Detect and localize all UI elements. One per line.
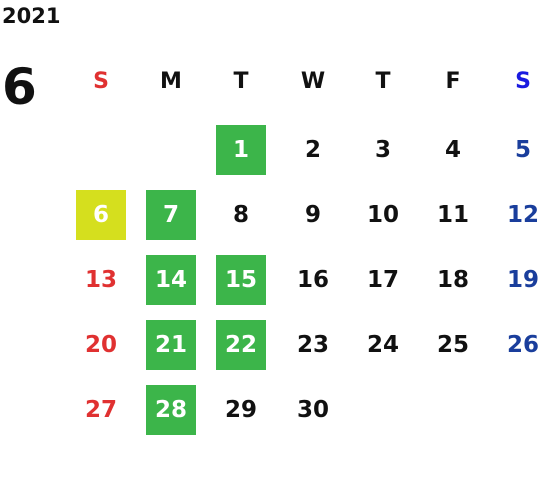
calendar-month: 6 [2,58,37,116]
calendar-year: 2021 [2,4,61,28]
day-cell: 22 [216,320,266,370]
day-cell: 28 [146,385,196,435]
day-cell [146,125,196,175]
day-cell: 25 [436,332,469,358]
day-cell: 20 [84,332,117,358]
day-cell [76,125,126,175]
day-cell [428,385,478,435]
weekday-sunday: S [93,68,109,94]
day-cell: 30 [296,397,329,423]
day-cell: 4 [444,137,461,163]
day-cell: 13 [84,267,117,293]
day-cell: 8 [232,202,249,228]
week-row: 1 2 3 4 5 [0,125,548,177]
day-cell: 5 [514,137,531,163]
weekday-tuesday: T [233,68,249,94]
day-cell: 27 [84,397,117,423]
day-cell: 18 [436,267,469,293]
weekday-monday: M [160,68,182,94]
day-cell: 17 [366,267,399,293]
day-cell: 29 [224,397,257,423]
day-cell [358,385,408,435]
day-cell: 11 [436,202,469,228]
week-row: 6 7 8 9 10 11 12 [0,190,548,242]
day-cell: 10 [366,202,399,228]
day-cell: 9 [304,202,321,228]
day-cell: 7 [146,190,196,240]
weekday-header-row: S M T W T F S [0,56,548,108]
day-cell: 15 [216,255,266,305]
day-cell: 26 [506,332,539,358]
week-row: 20 21 22 23 24 25 26 [0,320,548,372]
day-cell: 24 [366,332,399,358]
day-cell: 19 [506,267,539,293]
weekday-saturday: S [515,68,531,94]
day-cell [498,385,548,435]
day-cell: 6 [76,190,126,240]
day-cell: 14 [146,255,196,305]
weekday-thursday: T [375,68,391,94]
weekday-friday: F [445,68,461,94]
day-cell: 12 [506,202,539,228]
day-cell: 23 [296,332,329,358]
week-row: 13 14 15 16 17 18 19 [0,255,548,307]
day-cell: 2 [304,137,321,163]
day-cell: 21 [146,320,196,370]
day-cell: 3 [374,137,391,163]
day-cell: 16 [296,267,329,293]
week-row: 27 28 29 30 [0,385,548,437]
day-cell: 1 [216,125,266,175]
weekday-wednesday: W [300,68,326,94]
